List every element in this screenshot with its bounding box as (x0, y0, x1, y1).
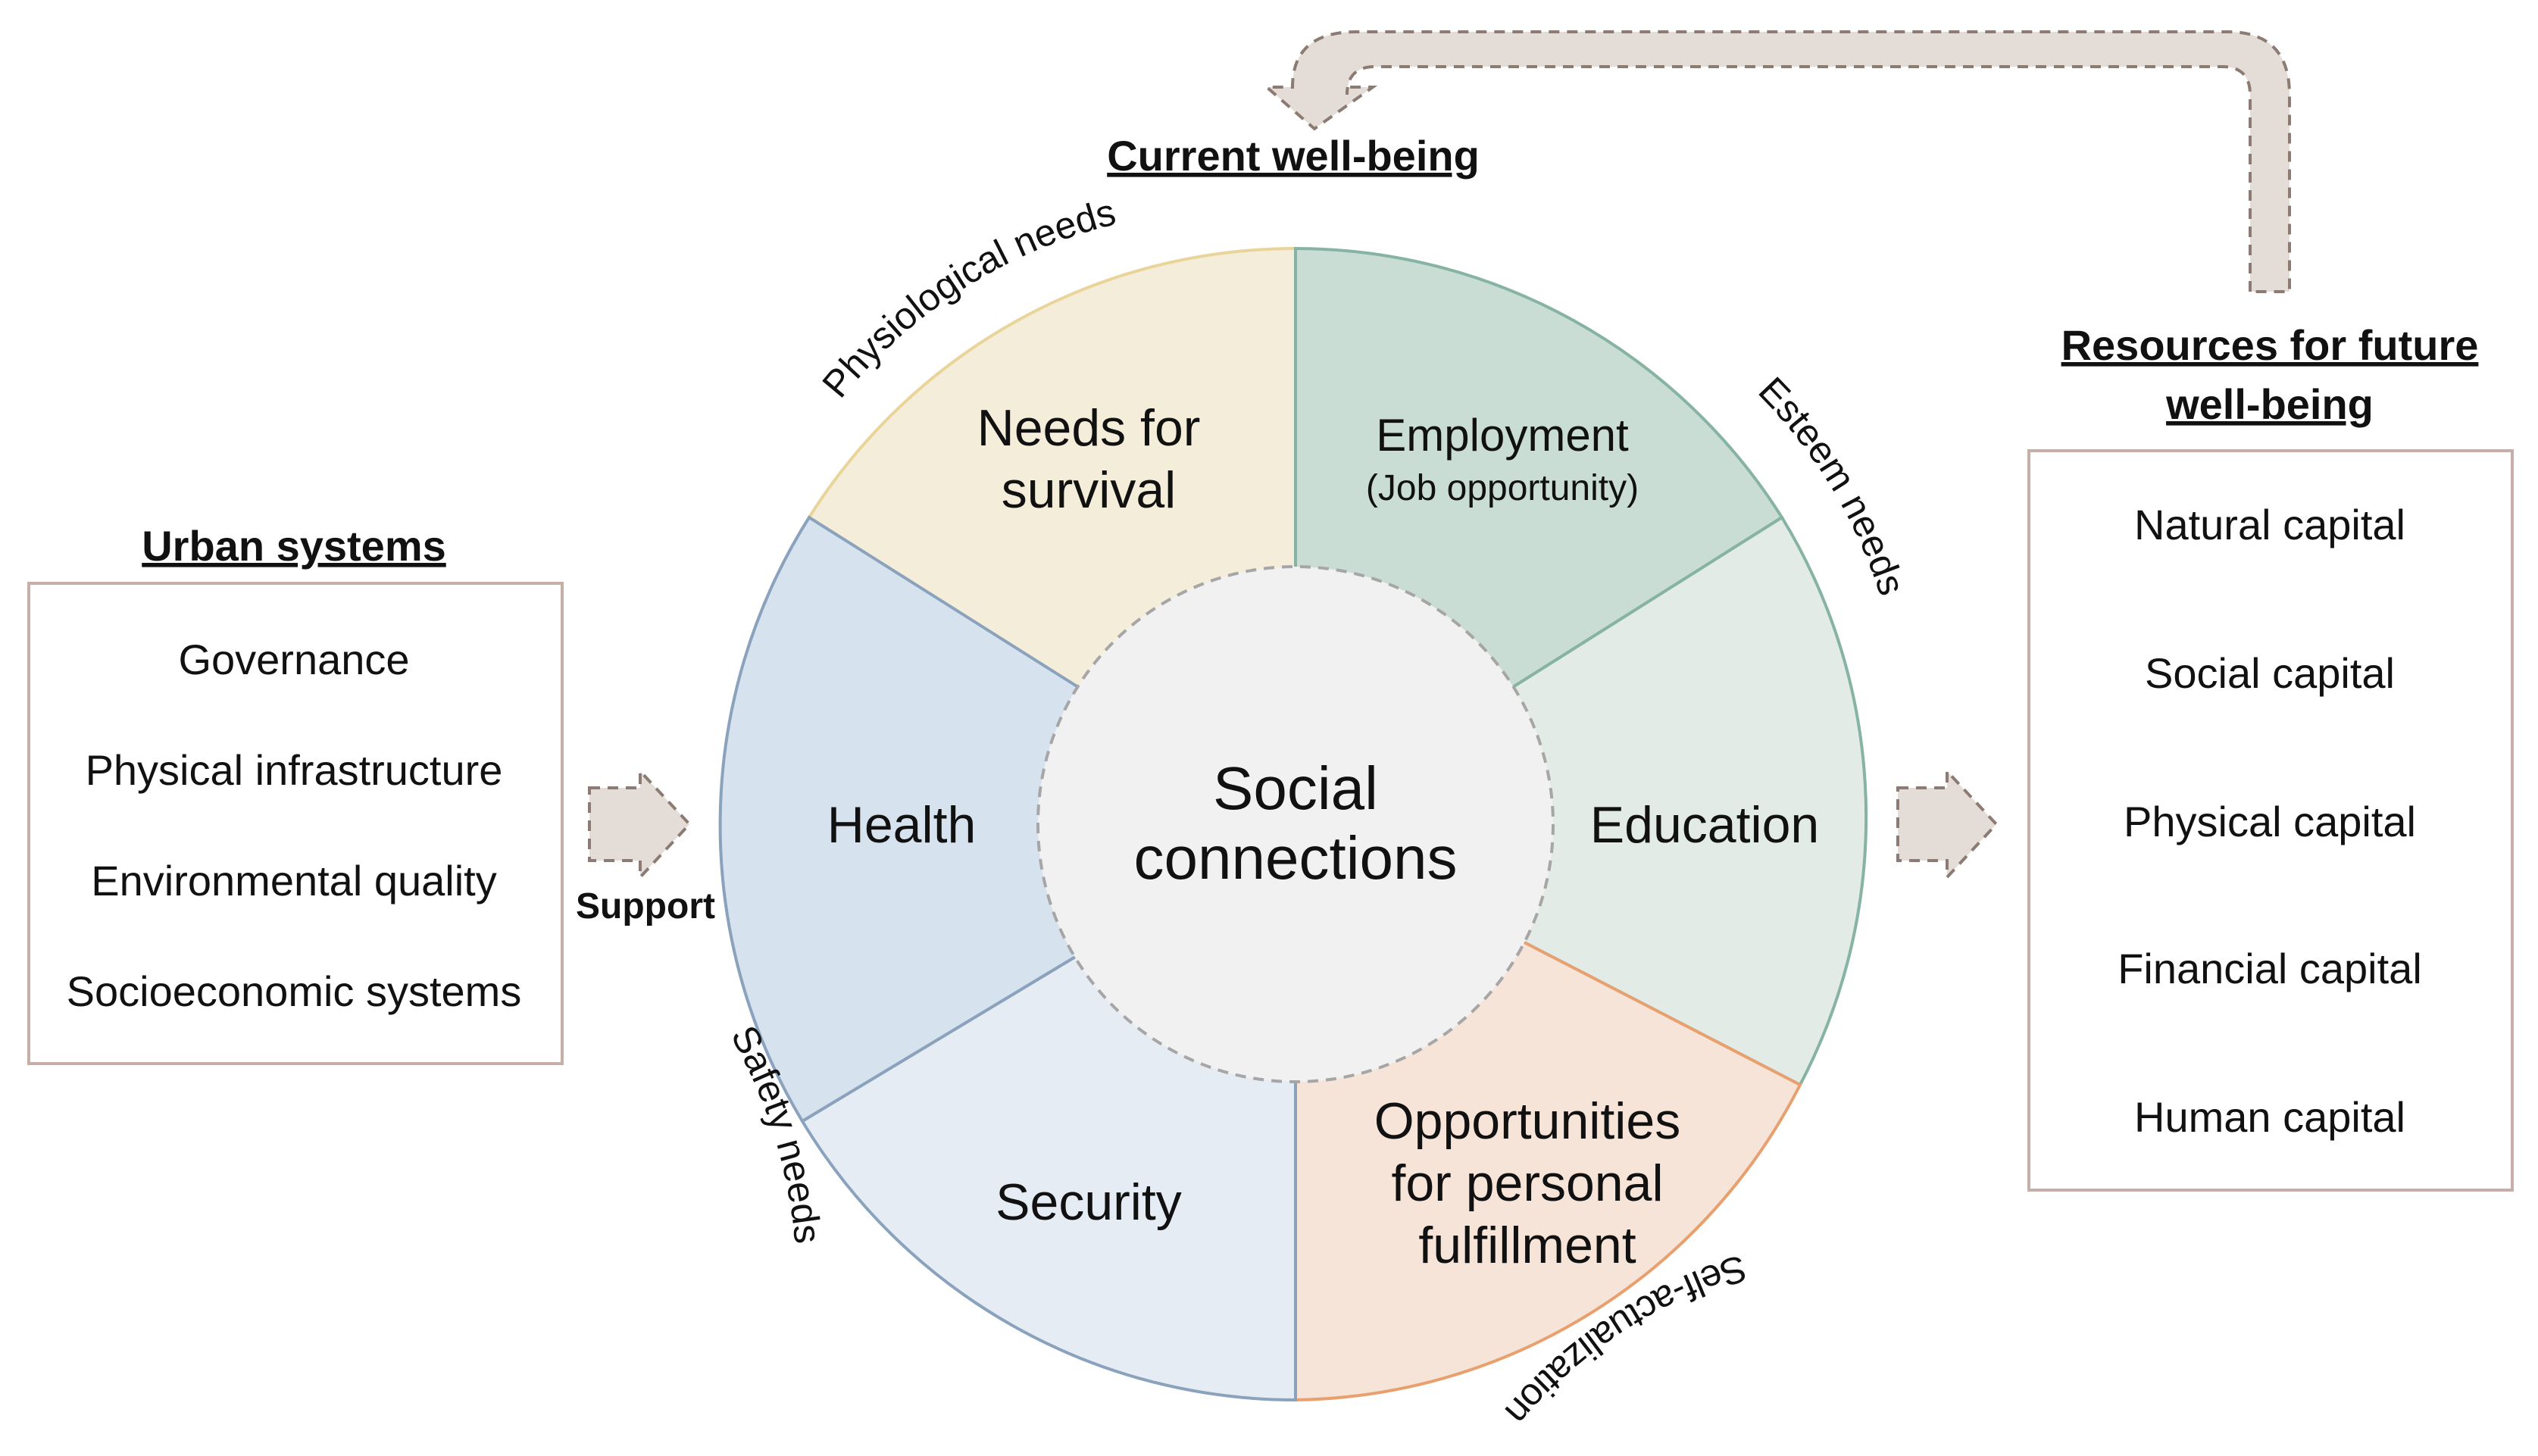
fulfillment-label-line3: fulfillment (1418, 1217, 1636, 1274)
resource-item: Social capital (2145, 649, 2395, 697)
urban-systems-heading: Urban systems (142, 522, 446, 570)
urban-systems-box (27, 582, 564, 1065)
health-label: Health (827, 796, 977, 854)
feedback-arrow (1262, 30, 2291, 293)
fulfillment-label-line2: for personal (1391, 1154, 1663, 1212)
current-wellbeing-heading: Current well-being (1107, 132, 1480, 180)
resource-item: Natural capital (2134, 501, 2405, 548)
urban-item: Physical infrastructure (86, 746, 503, 794)
center-label-line2: connections (1134, 824, 1458, 892)
wellbeing-wheel (718, 246, 1868, 1402)
resource-item: Physical capital (2124, 798, 2416, 845)
center-label-line1: Social (1213, 755, 1378, 822)
urban-item: Governance (178, 636, 409, 683)
segment-education (1292, 515, 1868, 1087)
resource-item: Human capital (2134, 1093, 2405, 1141)
resources-heading-line2: well-being (2165, 380, 2374, 428)
fulfillment-label-line1: Opportunities (1374, 1092, 1680, 1150)
support-label: Support (576, 886, 715, 926)
urban-item: Environmental quality (91, 857, 496, 905)
resource-item: Financial capital (2118, 945, 2422, 992)
resources-arrow (1896, 767, 1999, 882)
security-label: Security (996, 1173, 1182, 1231)
segment-health (718, 515, 1299, 1123)
employment-label-line1: Employment (1376, 410, 1629, 461)
resources-heading-line1: Resources for future (2061, 321, 2479, 369)
support-arrow (588, 767, 692, 882)
survival-label-line1: Needs for (977, 399, 1201, 457)
center-circle (1036, 565, 1555, 1083)
urban-item: Socioeconomic systems (67, 967, 522, 1015)
employment-label-line2: (Job opportunity) (1366, 468, 1639, 508)
survival-label-line2: survival (1002, 461, 1177, 519)
resources-box (2027, 449, 2514, 1192)
education-label: Education (1590, 796, 1819, 854)
